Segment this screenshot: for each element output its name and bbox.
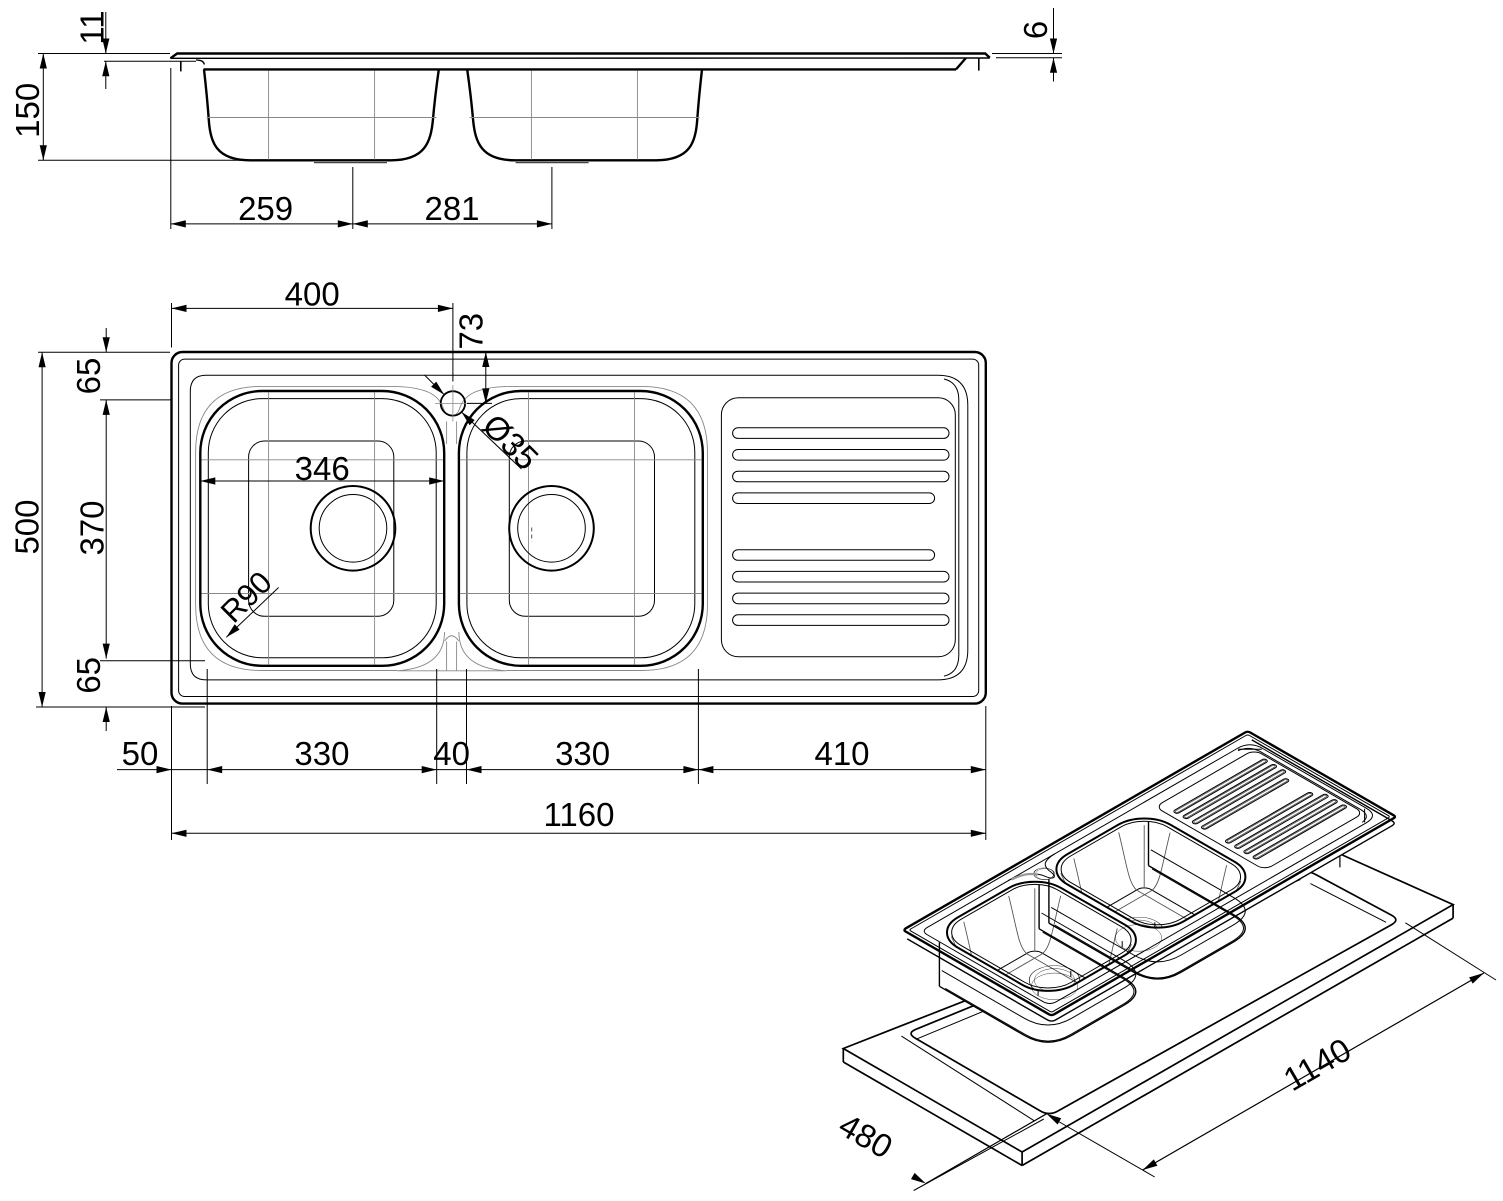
svg-text:65: 65 — [70, 358, 107, 395]
svg-text:65: 65 — [70, 657, 107, 694]
svg-text:11: 11 — [73, 10, 110, 44]
svg-text:500: 500 — [8, 499, 45, 554]
svg-text:73: 73 — [453, 313, 490, 350]
svg-text:346: 346 — [295, 450, 350, 487]
svg-text:370: 370 — [73, 500, 110, 555]
svg-text:281: 281 — [424, 190, 479, 227]
svg-text:40: 40 — [433, 735, 470, 772]
svg-text:1160: 1160 — [544, 796, 615, 833]
svg-text:50: 50 — [122, 735, 159, 772]
svg-text:410: 410 — [814, 735, 869, 772]
svg-text:400: 400 — [285, 275, 340, 312]
svg-text:330: 330 — [555, 735, 610, 772]
svg-text:6: 6 — [1017, 21, 1054, 39]
svg-text:150: 150 — [9, 83, 46, 138]
svg-text:259: 259 — [238, 190, 293, 227]
svg-text:330: 330 — [294, 735, 349, 772]
